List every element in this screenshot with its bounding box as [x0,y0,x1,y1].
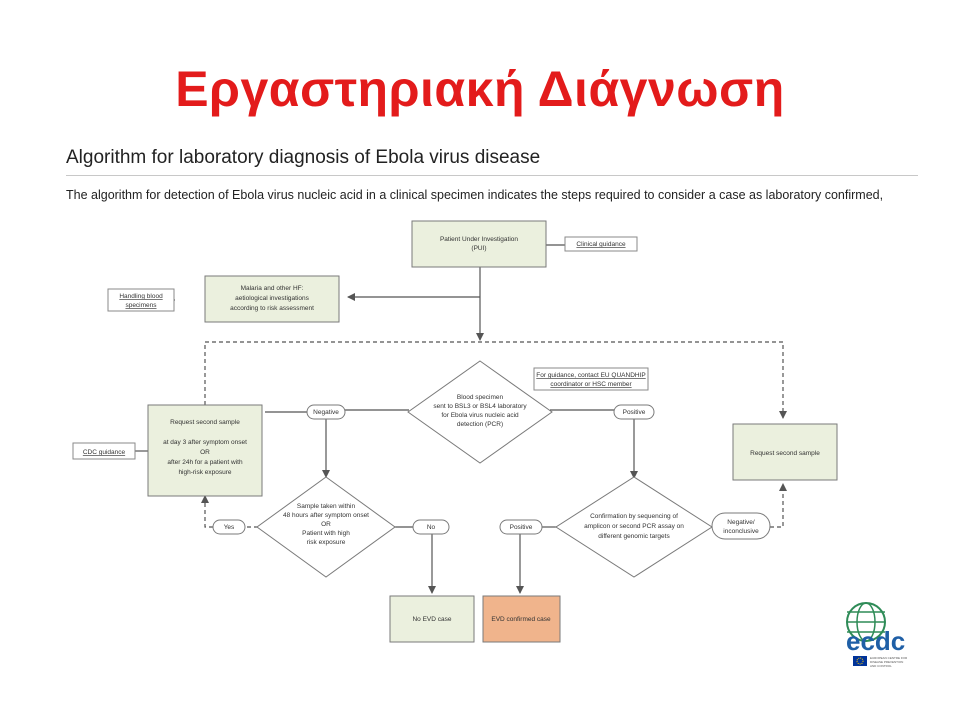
node-blood-specimen: Blood specimen sent to BSL3 or BSL4 labo… [407,360,553,464]
sample-line-5: risk exposure [307,539,346,546]
confirm-line-3: different genomic targets [598,533,670,540]
logo-caption-2: DISEASE PREVENTION [870,660,903,664]
negative-text: Negative [313,409,339,416]
note-guidance: For guidance, contact EU QUANDHIP coordi… [533,367,649,391]
node-request-second-sample-left: Request second sample at day 3 after sym… [147,404,263,497]
globe-icon [846,602,886,642]
no-text: No [427,524,436,531]
guidance-line-1: For guidance, contact EU QUANDHIP [536,372,645,379]
note-handling: Handling blood specimens [107,288,175,312]
logo-caption-1: EUROPEAN CENTRE FOR [870,656,908,660]
request-left-line-6: high-risk exposure [178,469,231,476]
heading-divider [66,175,918,176]
request-left-line-5: after 24h for a patient with [167,459,243,466]
request-left-line-1: Request second sample [170,419,240,426]
ecdc-logo-text: ecdc [846,626,905,656]
malaria-line-2: aetiological investigations [235,295,309,302]
clinical-guidance-text: Clinical guidance [576,241,626,248]
flow-edges [135,244,787,594]
request-right-text: Request second sample [750,450,820,457]
slide-title: Εργαστηριακή Διάγνωση [175,61,785,117]
blood-line-4: detection (PCR) [457,421,503,428]
no-evd-text: No EVD case [412,616,451,623]
label-negative: Negative [306,404,346,420]
neg-inconc-line-1: Negative/ [727,519,755,526]
request-left-line-4: OR [200,449,210,456]
node-sample-taken: Sample taken within 48 hours after sympt… [256,476,396,578]
handling-line-2: specimens [125,302,157,309]
intro-text: The algorithm for detection of Ebola vir… [66,188,884,202]
node-evd-confirmed-case: EVD confirmed case [482,595,561,643]
eu-flag-icon [853,656,867,666]
positive-text: Positive [623,409,646,416]
pui-line-1: Patient Under Investigation [440,236,518,243]
label-positive: Positive [613,404,655,420]
cdc-text: CDC guidance [83,449,126,456]
node-confirmation: Confirmation by sequencing of amplicon o… [555,476,713,578]
blood-line-2: sent to BSL3 or BSL4 laboratory [433,403,527,410]
logo-caption-3: AND CONTROL [870,664,892,668]
label-negative-inconclusive: Negative/ inconclusive [711,512,771,540]
sample-line-3: OR [321,521,331,528]
malaria-line-1: Malaria and other HF: [241,285,304,292]
label-positive-2: Positive [499,519,543,535]
edge-yes-to-request [201,495,213,528]
guidance-line-2: coordinator or HSC member [550,381,632,388]
ecdc-logo: ecdc EUROPEAN CENTRE FOR DISEASE PREVENT… [846,602,908,668]
label-yes: Yes [212,519,246,535]
label-no: No [412,519,450,535]
node-pui: Patient Under Investigation (PUI) [411,220,547,268]
confirm-line-1: Confirmation by sequencing of [590,513,678,520]
neg-inconc-line-2: inconclusive [723,528,759,535]
algorithm-heading: Algorithm for laboratory diagnosis of Eb… [66,147,541,168]
pui-line-2: (PUI) [471,245,486,252]
node-no-evd-case: No EVD case [389,595,475,643]
sample-line-1: Sample taken within [297,503,356,510]
edge-request-loop [204,341,787,419]
blood-line-1: Blood specimen [457,394,504,401]
sample-line-2: 48 hours after symptom onset [283,512,369,519]
positive2-text: Positive [510,524,533,531]
yes-text: Yes [224,524,235,531]
blood-line-3: for Ebola virus nucleic acid [441,412,519,419]
note-clinical-guidance: Clinical guidance [564,236,638,252]
evd-confirmed-text: EVD confirmed case [491,616,551,623]
malaria-line-3: according to risk assessment [230,305,314,312]
note-cdc: CDC guidance [72,442,136,460]
sample-line-4: Patient with high [302,530,350,537]
edge-neg-to-request [770,483,787,528]
request-left-line-3: at day 3 after symptom onset [163,439,247,446]
confirm-line-2: amplicon or second PCR assay on [584,523,684,530]
node-request-second-sample-right: Request second sample [732,423,838,481]
handling-line-1: Handling blood [119,293,163,300]
node-malaria: Malaria and other HF: aetiological inves… [204,275,340,323]
